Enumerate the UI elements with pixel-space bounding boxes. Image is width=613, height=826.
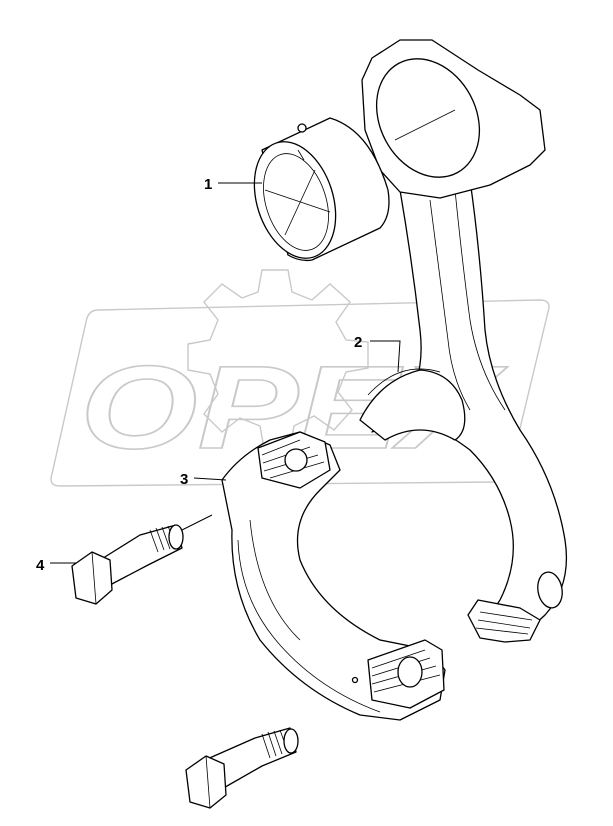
bolt-lower-thread (261, 729, 289, 759)
callout-4: 4 (36, 557, 76, 574)
bolt-lower (185, 727, 299, 809)
bolt-lower-tip (283, 728, 299, 754)
rod-bolt-hole (537, 571, 563, 609)
rod-shank-rib (429, 199, 471, 411)
bolt-lower-head (185, 755, 227, 809)
callout-2-leader (370, 340, 401, 373)
bolt-upper-tip (168, 524, 184, 550)
callout-1: 1 (204, 176, 262, 193)
rod-big-end-face (359, 369, 466, 441)
cap-lower-bolt-hole (397, 656, 423, 688)
cap-upper-bolt-hole (284, 448, 308, 472)
rod-shank-rib-2 (454, 189, 506, 411)
callout-1-label: 1 (204, 176, 212, 193)
rod-small-end-bore (375, 58, 481, 178)
rod-big-end-arc (367, 368, 441, 396)
rod-small-end-inner-line (394, 109, 456, 141)
callout-3: 3 (180, 471, 227, 488)
bolt-upper (71, 524, 184, 605)
callout-2-label: 2 (354, 334, 362, 351)
cap-outer-edge (237, 539, 381, 713)
rod-serrated-end (467, 599, 541, 643)
bolt-to-cap-leader (181, 514, 213, 531)
bushing (253, 117, 390, 262)
callout-4-label: 4 (36, 557, 45, 574)
bushing-cross-lines (264, 149, 331, 236)
cap-inner-arc (249, 519, 301, 641)
callout-2: 2 (354, 334, 401, 373)
bushing-inner-rim (263, 153, 329, 251)
bushing-oil-hole (297, 123, 307, 133)
bearing-cap (221, 431, 446, 721)
bolt-lower-head-flat (205, 755, 211, 809)
callout-3-label: 3 (180, 471, 188, 488)
bolt-upper-head (71, 551, 113, 605)
rod-serrations (475, 611, 533, 635)
callout-3-leader (193, 477, 227, 481)
connecting-rod (359, 39, 568, 643)
bolt-upper-head-flat (91, 551, 97, 605)
cap-mark (351, 676, 359, 684)
watermark-gear-icon (187, 269, 369, 449)
